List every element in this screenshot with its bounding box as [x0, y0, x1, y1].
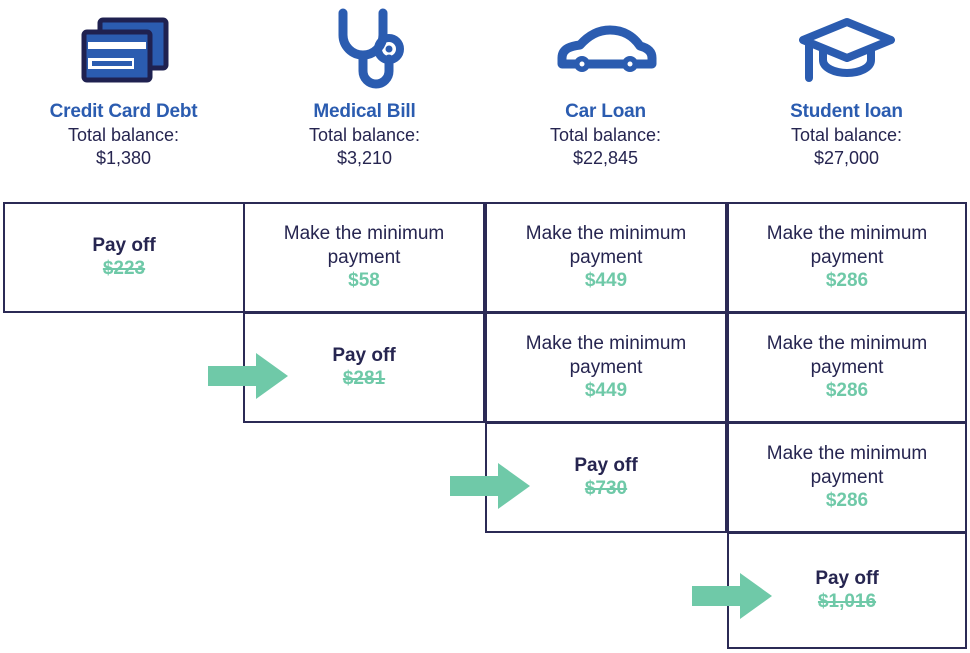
- table-cell: Pay off $730: [485, 422, 727, 533]
- debt-title: Car Loan: [565, 101, 646, 122]
- cell-amount: $223: [102, 258, 146, 280]
- debt-balance-label: Total balance:: [549, 125, 662, 145]
- debt-title: Medical Bill: [313, 101, 416, 122]
- cell-action: Pay off: [92, 235, 156, 257]
- cell-action: Make the minimum payment: [766, 333, 928, 378]
- cell-amount: $58: [348, 269, 380, 291]
- table-cell: Make the minimum payment $449: [485, 202, 727, 313]
- debt-header-student-loan: Student loan Total balance: $27,000: [726, 0, 967, 196]
- cell-amount: $286: [825, 489, 869, 511]
- cell-action: Make the minimum payment: [525, 223, 687, 268]
- table-cell: Make the minimum payment $58: [243, 202, 485, 313]
- debt-balance-label: Total balance:: [308, 125, 421, 145]
- cell-amount: $1,016: [817, 591, 877, 613]
- debt-title: Student loan: [790, 101, 903, 122]
- table-cell: Make the minimum payment $286: [727, 422, 967, 533]
- arrow-to-medical-bill-payoff: [208, 353, 288, 399]
- debt-header-credit-card-debt: Credit Card Debt Total balance: $1,380: [3, 0, 244, 196]
- debt-balance-value: $1,380: [95, 147, 152, 168]
- cell-amount: $286: [825, 269, 869, 291]
- cell-action: Make the minimum payment: [766, 443, 928, 488]
- cell-amount: $449: [584, 379, 628, 401]
- debt-balance-label: Total balance:: [790, 125, 903, 145]
- debt-balance-label: Total balance:: [67, 125, 180, 145]
- debt-header-medical-bill: Medical Bill Total balance: $3,210: [244, 0, 485, 196]
- table-cell: Pay off $281: [243, 312, 485, 423]
- debt-balance-value: $27,000: [813, 147, 880, 168]
- cell-action: Make the minimum payment: [525, 333, 687, 378]
- table-cell: Pay off $1,016: [727, 532, 967, 649]
- debt-balance-value: $22,845: [572, 147, 639, 168]
- table-cell: Make the minimum payment $449: [485, 312, 727, 423]
- graduation-cap-icon: [798, 0, 895, 100]
- debt-header-car-loan: Car Loan Total balance: $22,845: [485, 0, 726, 196]
- debt-header-row: Credit Card Debt Total balance: $1,380 M…: [3, 0, 967, 196]
- cell-action: Pay off: [815, 568, 879, 590]
- credit-cards-icon: [78, 0, 170, 100]
- stethoscope-icon: [319, 0, 411, 100]
- cell-amount: $286: [825, 379, 869, 401]
- cell-action: Make the minimum payment: [283, 223, 445, 268]
- table-cell: Pay off $223: [3, 202, 245, 313]
- cell-action: Pay off: [574, 455, 638, 477]
- debt-title: Credit Card Debt: [49, 101, 198, 122]
- cell-amount: $449: [584, 269, 628, 291]
- arrow-to-student-loan-payoff: [692, 573, 772, 619]
- arrow-to-car-loan-payoff: [450, 463, 530, 509]
- debt-balance-value: $3,210: [336, 147, 393, 168]
- cell-amount: $730: [584, 478, 628, 500]
- cell-action: Make the minimum payment: [766, 223, 928, 268]
- cell-amount: $281: [342, 368, 386, 390]
- table-cell: Make the minimum payment $286: [727, 202, 967, 313]
- cell-action: Pay off: [332, 345, 396, 367]
- table-cell: Make the minimum payment $286: [727, 312, 967, 423]
- car-icon: [554, 0, 658, 100]
